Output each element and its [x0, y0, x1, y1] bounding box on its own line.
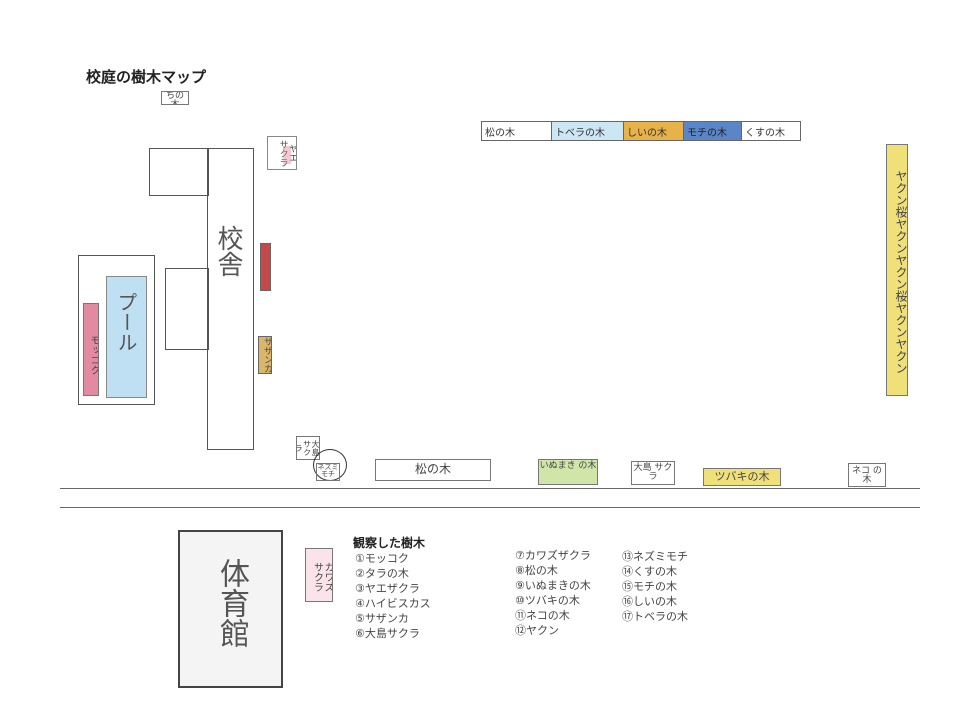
- legend-item: ⑪ネコの木: [515, 609, 570, 622]
- tree-label-mokkoku: モッコク: [83, 303, 99, 396]
- tree-label-sazanka: サザンカ: [258, 336, 272, 374]
- top-row-shii: しいの木: [624, 122, 684, 140]
- legend-item: ⑬ネズミモチ: [622, 550, 688, 563]
- legend-item: ⑮モチの木: [622, 580, 677, 593]
- page-title: 校庭の樹木マップ: [86, 68, 207, 86]
- pool-label: プール: [114, 292, 138, 352]
- legend-column-3: ⑬ネズミモチ ⑭くすの木 ⑮モチの木 ⑯しいの木 ⑰トベラの木: [622, 549, 688, 624]
- legend-item: ⑯しいの木: [622, 595, 677, 608]
- tree-label-tsubaki: ツバキの木: [703, 468, 781, 486]
- legend-item: ④ハイビスカス: [355, 597, 431, 610]
- top-row-tobera: トベラの木: [552, 122, 624, 140]
- legend-item: ⑩ツバキの木: [515, 594, 580, 607]
- tree-label-kawazu-sakura: カワズ サクラ: [305, 548, 333, 602]
- tree-column-yakun: ヤクン桜ヤクンヤクン桜ヤクンヤクン: [886, 144, 908, 396]
- legend-item: ⑧松の木: [515, 564, 558, 577]
- tree-label-oshima-sakura-bottom: 大島 サクラ: [631, 461, 675, 485]
- legend-heading: 観察した樹木: [353, 536, 426, 550]
- tree-label-top-left: ちの木: [161, 91, 189, 105]
- legend-item: ①モッコク: [355, 552, 409, 565]
- tree-label-oshima-sakura-left: 大島 サクラ: [296, 436, 320, 460]
- pool-area: [78, 255, 155, 405]
- legend-item: ⑰トベラの木: [622, 610, 688, 623]
- legend-item: ⑭くすの木: [622, 565, 677, 578]
- tree-label-matsu-bottom: 松の木: [375, 459, 491, 481]
- legend-item: ②タラの木: [355, 567, 409, 580]
- top-row-mochi: モチの木: [684, 122, 742, 140]
- legend-item: ③ヤエザクラ: [355, 582, 420, 595]
- gym-building: [178, 530, 283, 688]
- tree-label-neko: ネコ の木: [848, 463, 886, 487]
- school-label: 校舎: [213, 225, 243, 277]
- legend-item: ⑦カワズザクラ: [515, 549, 591, 562]
- legend-item: ⑥大島サクラ: [355, 627, 420, 640]
- tree-label-yae-sakura: ヤエ サクラ: [267, 136, 297, 170]
- school-building: [207, 148, 254, 450]
- top-row-matsu: 松の木: [482, 122, 552, 140]
- legend-item: ⑫ヤクン: [515, 624, 559, 637]
- school-annex-middle: [165, 268, 209, 350]
- tree-mark-red: [260, 243, 271, 291]
- gym-label: 体育館: [214, 558, 249, 648]
- top-tree-row: 松の木 トベラの木 しいの木 モチの木 くすの木: [481, 121, 801, 141]
- fence-line-upper: [60, 488, 920, 489]
- legend-item: ⑤サザンカ: [355, 612, 409, 625]
- legend-item: ⑨いぬまきの木: [515, 579, 591, 592]
- pool: [106, 276, 147, 398]
- fence-line-lower: [60, 507, 920, 508]
- tree-label-inumaki: いぬまき の木: [538, 459, 598, 485]
- tree-mark-yae-sakura: [283, 146, 291, 164]
- school-annex-top: [149, 148, 209, 196]
- legend-column-2: ⑦カワズザクラ ⑧松の木 ⑨いぬまきの木 ⑩ツバキの木 ⑪ネコの木 ⑫ヤクン: [515, 548, 591, 638]
- top-row-kusu: くすの木: [745, 128, 785, 139]
- tree-label-nezumimochi: ネズミ モチ: [316, 463, 340, 481]
- legend-column-1: ①モッコク ②タラの木 ③ヤエザクラ ④ハイビスカス ⑤サザンカ ⑥大島サクラ: [355, 551, 431, 641]
